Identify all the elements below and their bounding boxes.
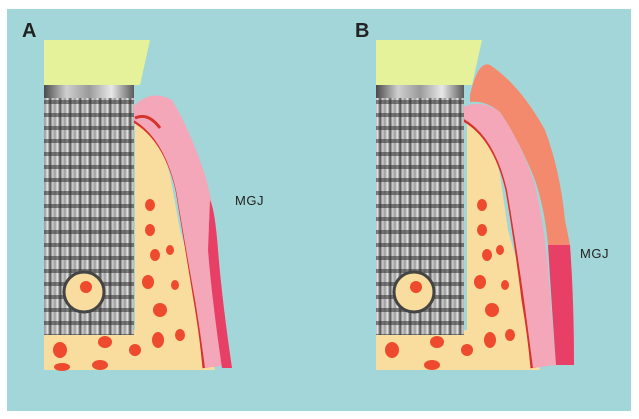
panel-a	[44, 40, 232, 371]
abutment-a	[44, 40, 150, 85]
mgj-label-b: MGJ	[580, 246, 609, 261]
panel-label-b: B	[355, 20, 369, 43]
mgj-label-a: MGJ	[235, 193, 264, 208]
abutment-b	[376, 40, 482, 85]
bone-base-b	[376, 330, 540, 370]
panel-label-a: A	[22, 20, 36, 43]
panel-b	[376, 40, 574, 370]
